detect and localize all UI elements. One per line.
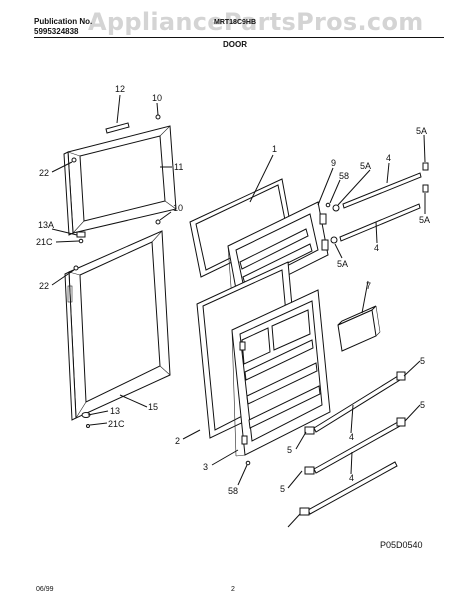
screw-shape [325,202,331,208]
callout-13: 13 [110,406,120,416]
fresh-food-door-liner [231,289,331,457]
callout-12: 12 [115,84,125,94]
callout-5a: 5A [419,215,430,225]
callout-10: 10 [173,203,183,213]
freezer-door-gasket-frame [63,125,177,236]
screw-shape [73,265,79,271]
hinge-pin-shape [86,424,90,428]
hinge-shape [76,231,86,238]
callout-labels: 12 10 22 11 13A 21C 10 22 15 13 21C 1 9 … [36,84,430,496]
diagram-code: P05D0540 [380,540,423,550]
freezer-door-liner [227,201,329,301]
callout-22: 22 [39,281,49,291]
callout-5: 5 [420,400,425,410]
callout-21c: 21C [108,419,125,429]
callout-22: 22 [39,168,49,178]
hinge-pin-shape [78,238,84,244]
callout-4: 4 [386,153,391,163]
callout-5a: 5A [416,126,427,136]
callout-13a: 13A [38,220,54,230]
publication-label: Publication No. [34,17,93,26]
callout-4: 4 [349,432,354,442]
screw-shape [245,460,251,466]
callout-11: 11 [174,162,183,172]
freezer-shelf-bars [330,162,429,244]
callout-9: 9 [331,158,336,168]
callout-5: 5 [287,445,292,455]
page-number: 2 [231,586,235,593]
callout-5: 5 [420,356,425,366]
callout-58: 58 [228,486,238,496]
publication-number: 5995324838 [34,27,79,36]
callout-2: 2 [175,436,180,446]
callout-21c: 21C [36,237,53,247]
footer-date: 06/99 [36,586,54,593]
screw-shape [155,219,161,225]
callout-4: 4 [374,243,379,253]
header-rule [34,37,444,38]
leader-lines [51,94,426,528]
fresh-food-door-gasket-frame [64,230,171,421]
callout-5a: 5A [360,161,371,171]
callout-58: 58 [339,171,349,181]
model-number: MRT18C9HB [214,19,257,26]
screw-shape [71,157,77,163]
callout-5a: 5A [337,259,348,269]
handle-strip-shape [105,122,130,134]
section-title: DOOR [223,40,247,49]
butter-door [337,305,381,352]
callout-3: 3 [203,462,208,472]
watermark: AppliancePartsPros.com [88,8,424,36]
callout-10: 10 [152,93,162,103]
callout-7: 7 [366,281,371,291]
fresh-food-shelf-bars [299,371,406,516]
callout-1: 1 [272,144,277,154]
callout-15: 15 [148,402,158,412]
callout-4: 4 [349,473,354,483]
callout-5: 5 [280,484,285,494]
screw-shape [155,114,161,120]
